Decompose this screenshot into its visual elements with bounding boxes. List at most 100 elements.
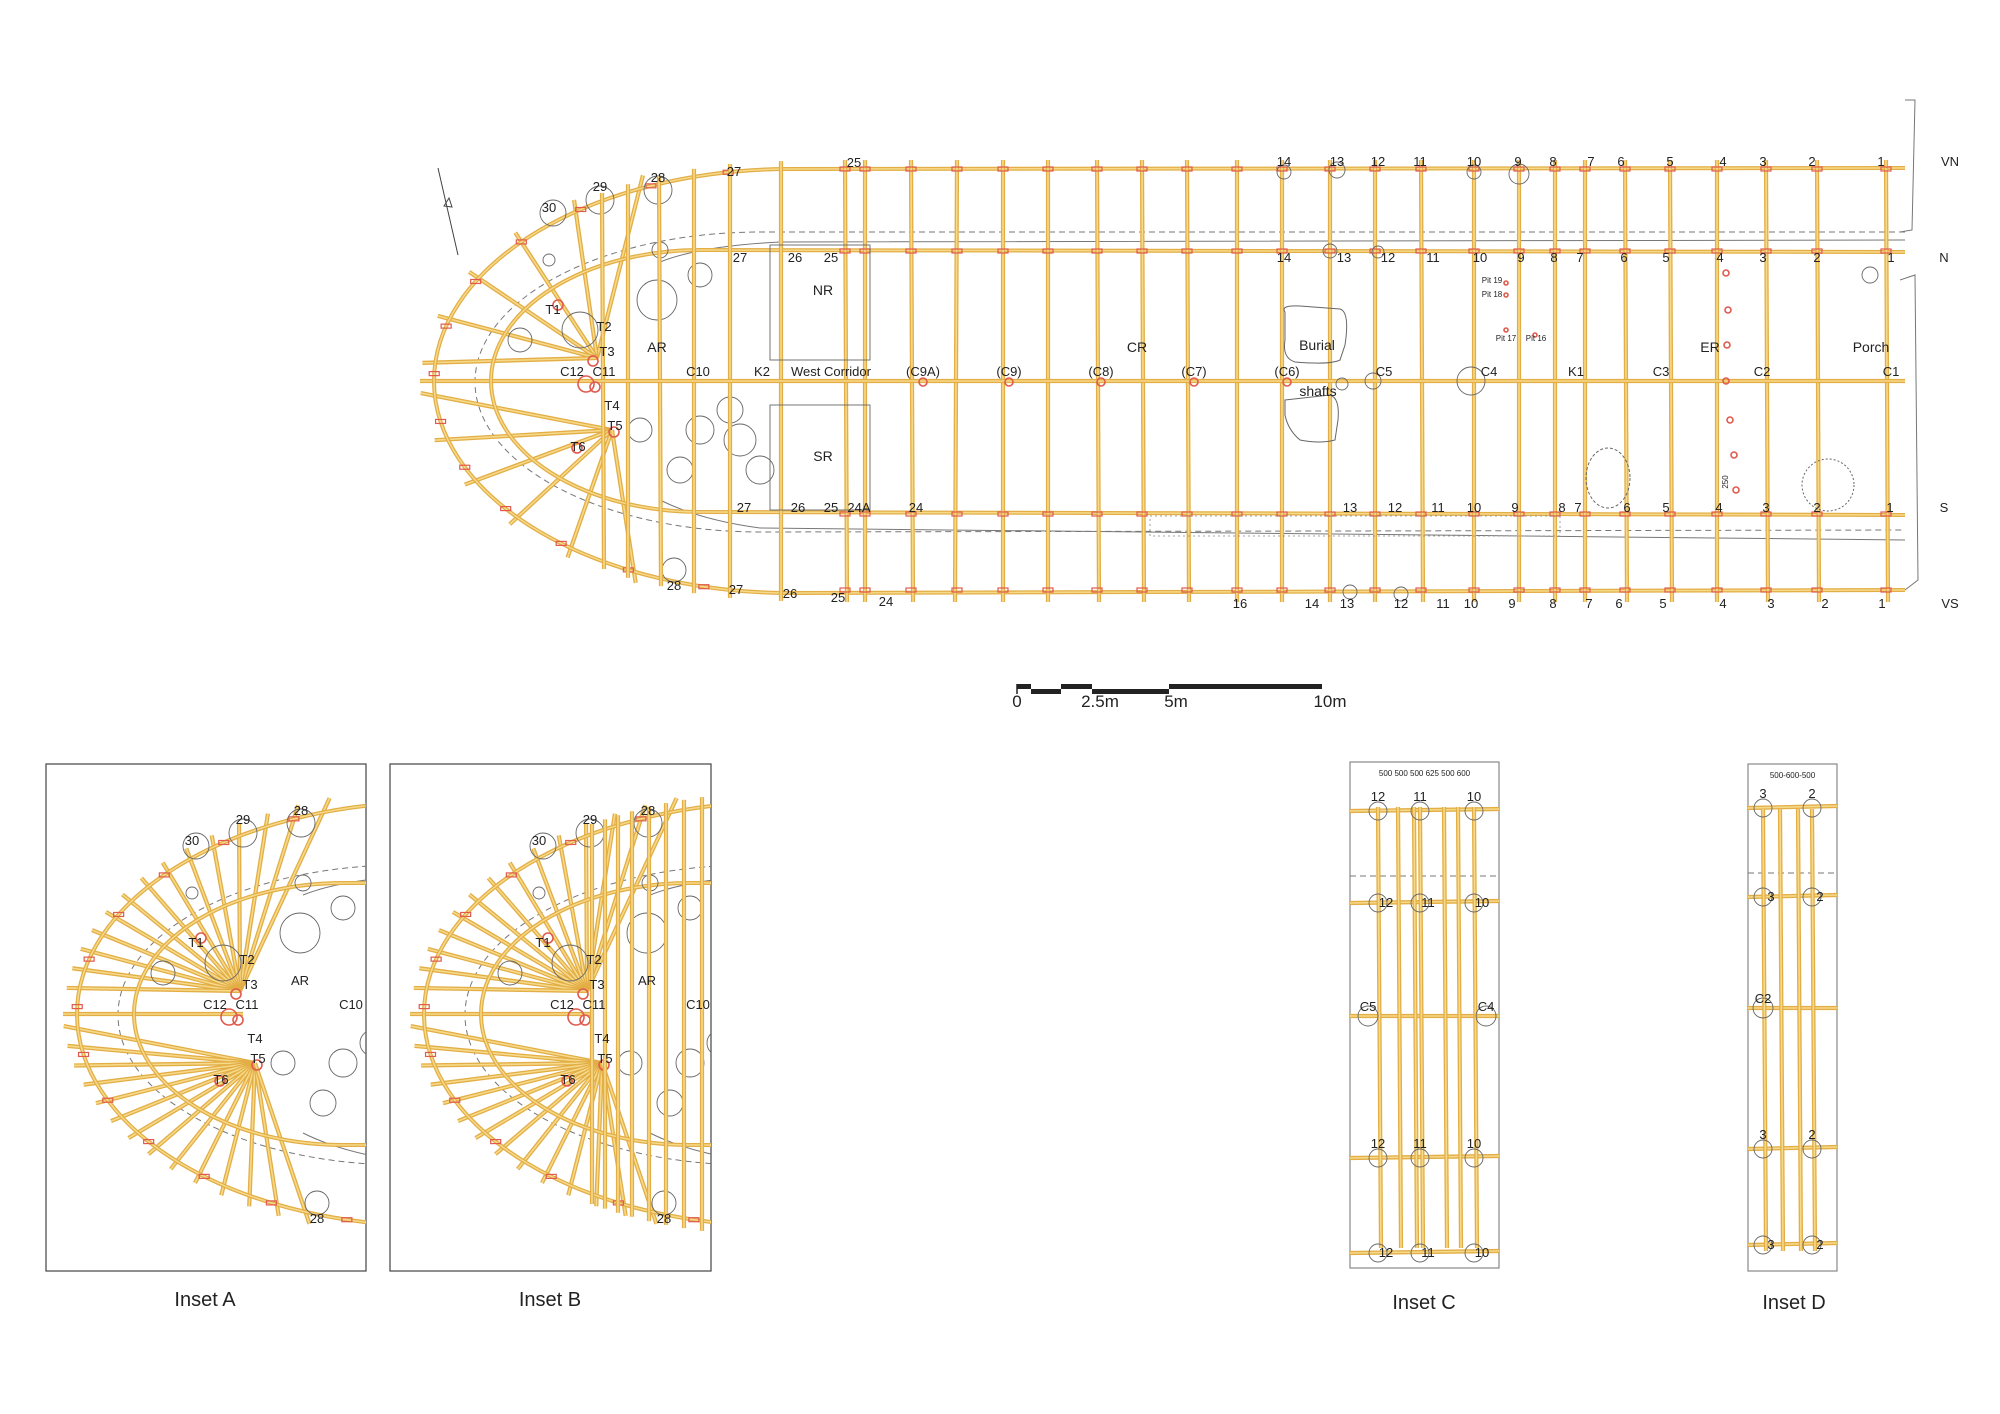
joint-mark: [1231, 166, 1243, 172]
post-hole: [736, 1089, 764, 1117]
radial-rafter: [110, 1061, 256, 1124]
radial-rafter: [66, 985, 241, 994]
post-hole: [1410, 1148, 1430, 1168]
radial-rafter: [91, 928, 241, 993]
joint-mark: [1811, 587, 1823, 593]
joint-mark: [1549, 248, 1561, 254]
radial-rafter: [74, 1060, 256, 1068]
truss-label: T6: [560, 1072, 575, 1087]
post-hole-marked: [232, 1014, 244, 1026]
truss-label: T3: [599, 344, 614, 359]
joint-mark: [1513, 248, 1525, 254]
pit-label: Pit 16: [1526, 334, 1547, 343]
post-hole: [1410, 893, 1430, 913]
vn-bay-number: 10: [1467, 154, 1481, 169]
joint-mark: [1324, 587, 1336, 593]
post-hole: [270, 1050, 296, 1076]
radial-rafter: [467, 270, 599, 360]
post-label: C2: [1754, 364, 1771, 379]
post-hole: [279, 912, 321, 954]
cross-rafter: [1795, 808, 1804, 1252]
joint-mark: [1415, 587, 1427, 593]
post-hole-marked: [1282, 377, 1292, 387]
joint-mark: [859, 587, 871, 593]
room-label-cr: CR: [1127, 339, 1147, 355]
post-hole: [532, 886, 546, 900]
vn-bay-number: 3: [1759, 154, 1766, 169]
post-hole-marked: [1723, 341, 1731, 349]
wall-plate: [1748, 1240, 1837, 1248]
post-hole-marked: [1096, 377, 1106, 387]
joint-mark: [1136, 587, 1148, 593]
post-hole-marked: [1503, 292, 1509, 298]
bay-number: 11: [1413, 1136, 1427, 1151]
truss-label: T1: [535, 935, 550, 950]
bay-number: 2: [1816, 1237, 1823, 1252]
post-hole-marked: [1503, 280, 1509, 286]
post-hole: [228, 818, 258, 848]
vs-bay-number: 3: [1767, 596, 1774, 611]
post-hole-marked: [577, 988, 589, 1000]
joint-mark: [460, 911, 472, 918]
post-label: (C6): [1274, 364, 1299, 379]
post-hole: [1357, 1005, 1379, 1027]
joint-mark: [1880, 248, 1892, 254]
room-label: AR: [638, 973, 656, 988]
joint-mark: [1231, 248, 1243, 254]
joint-mark: [997, 587, 1009, 593]
truss-label: T2: [239, 952, 254, 967]
post-hole: [286, 808, 316, 838]
vn-bay-number: 11: [1413, 154, 1427, 169]
vs-bay-number: 7: [1585, 596, 1592, 611]
post-label: C12: [560, 364, 584, 379]
rafter-core: [434, 429, 613, 441]
joint-mark: [951, 587, 963, 593]
scale-label: 0: [1012, 692, 1021, 711]
post-label: C3: [1653, 364, 1670, 379]
post-label: West Corridor: [791, 364, 872, 379]
scale-label: 5m: [1164, 692, 1188, 711]
cross-rafter: [1777, 808, 1786, 1252]
joint-mark: [440, 323, 452, 329]
bay-number: 11: [1421, 1245, 1435, 1260]
rafter-core: [110, 1062, 256, 1122]
vn-bay-number: 25: [847, 155, 861, 170]
vs-bay-number: 24: [879, 594, 893, 609]
wall-plate: [1748, 803, 1837, 811]
joint-mark: [434, 418, 447, 425]
post-hole: [182, 832, 210, 860]
radial-rafter: [72, 966, 241, 994]
bay-number: 12: [1379, 895, 1393, 910]
vn-bay-number: 7: [1587, 154, 1594, 169]
joint-mark: [1468, 587, 1480, 593]
radial-rafter: [83, 1060, 256, 1087]
vs-bay-number: 27: [729, 582, 743, 597]
rafter-core: [414, 1045, 603, 1064]
joint-mark: [1760, 511, 1772, 517]
rafter-core: [140, 877, 241, 992]
rafter-core: [457, 1062, 603, 1122]
post-hole: [1410, 801, 1430, 821]
rafter-core: [514, 232, 598, 359]
vn-bay-number: 4: [1719, 154, 1726, 169]
rafter-core: [121, 893, 241, 992]
radial-rafter: [468, 892, 589, 993]
post-hole: [1753, 1139, 1773, 1159]
n-bay-number: 8: [1550, 250, 1557, 265]
north-arrow-icon: [443, 196, 453, 208]
post-hole: [539, 199, 567, 227]
post-hole: [627, 417, 653, 443]
bay-number: 12: [1371, 789, 1385, 804]
post-hole: [304, 1190, 330, 1216]
inner-wall-plate-core: [490, 249, 1906, 516]
vn-bay-number: 14: [1277, 154, 1291, 169]
bay-number: 30: [532, 833, 546, 848]
post-hole: [1464, 1243, 1484, 1263]
post-hole-marked: [251, 1059, 263, 1071]
bay-number: 10: [1467, 789, 1481, 804]
joint-mark: [1711, 248, 1723, 254]
post-hole: [309, 1089, 337, 1117]
